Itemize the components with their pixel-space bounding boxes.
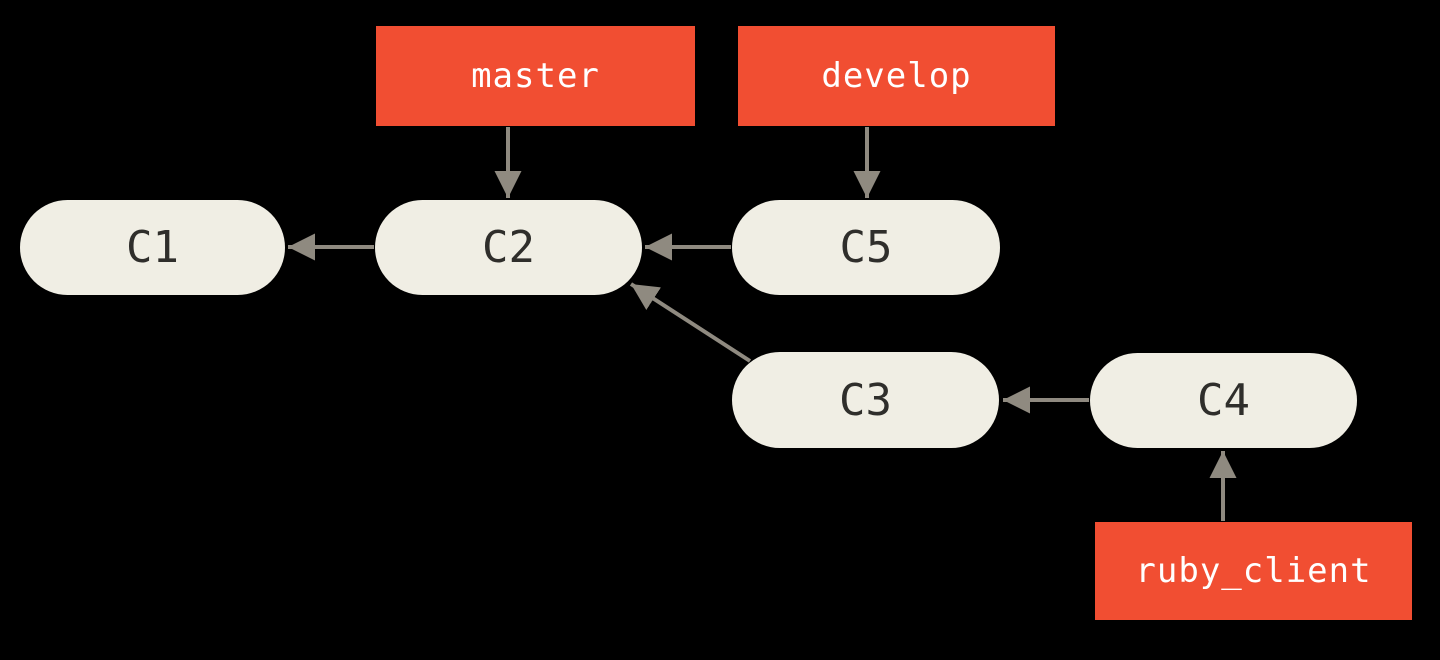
branch-label-master: master xyxy=(376,26,695,126)
branch-label-ruby-client: ruby_client xyxy=(1095,522,1412,620)
branch-label-develop: develop xyxy=(738,26,1055,126)
commit-node-c3: C3 xyxy=(732,352,999,448)
commit-node-c4-text: C4 xyxy=(1197,375,1250,426)
edge-c3-to-c2 xyxy=(629,282,752,363)
commit-node-c1: C1 xyxy=(20,200,285,295)
commit-node-c5: C5 xyxy=(732,200,1000,295)
branch-label-master-text: master xyxy=(471,56,600,96)
branch-label-develop-text: develop xyxy=(821,56,972,96)
commit-node-c5-text: C5 xyxy=(839,222,893,273)
commit-node-c3-text: C3 xyxy=(839,374,892,426)
commit-node-c1-text: C1 xyxy=(126,222,179,273)
commit-node-c2-text: C2 xyxy=(482,222,535,273)
branch-label-ruby-client-text: ruby_client xyxy=(1135,551,1372,591)
commit-node-c2: C2 xyxy=(375,200,642,295)
commit-node-c4: C4 xyxy=(1090,353,1357,448)
